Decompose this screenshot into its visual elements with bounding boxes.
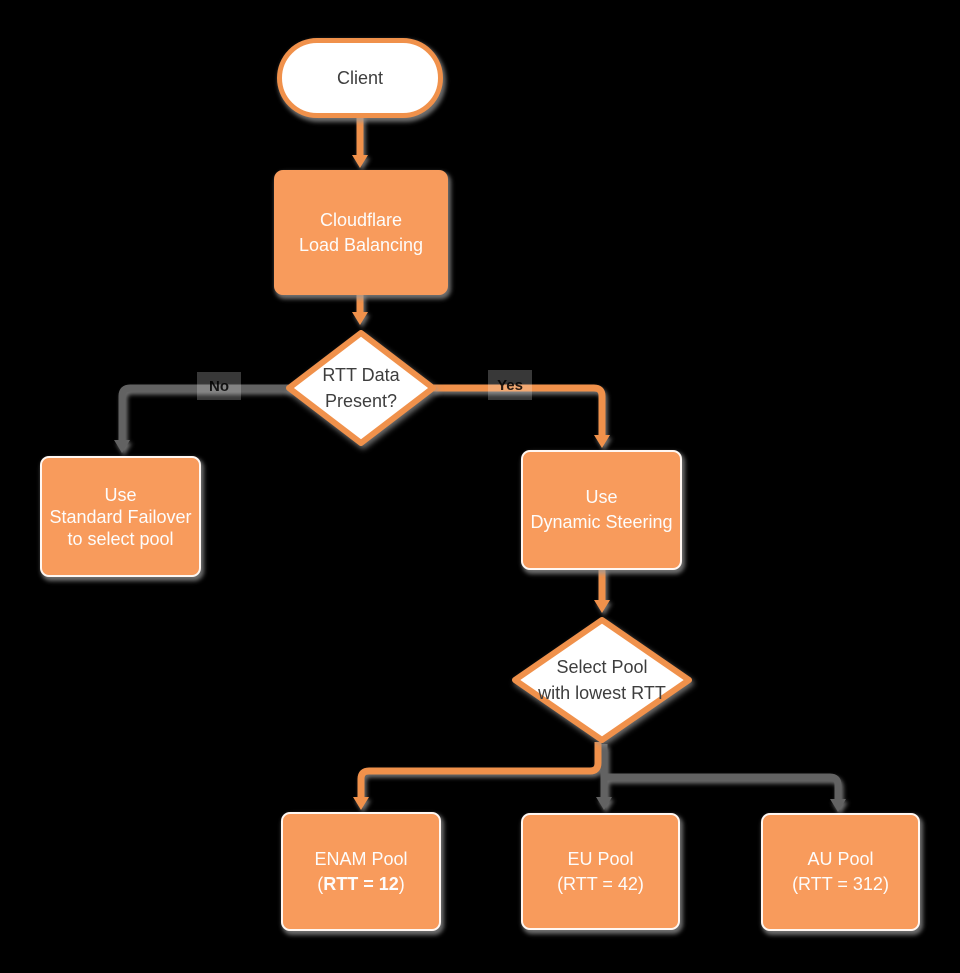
connector-decision-no-to-standard-failover (114, 384, 292, 453)
paren-close: ) (398, 873, 405, 894)
decision-label: Select Pool with lowest RTT (538, 654, 666, 706)
rtt-bold-text: RTT = 12 (323, 873, 399, 894)
connector-decision-yes-to-dynamic-steering (432, 384, 610, 448)
edge-label-yes: Yes (488, 370, 532, 400)
client-node: Client (277, 38, 443, 118)
decision-label-line: RTT Data (322, 365, 400, 385)
pool-rtt-value: (RTT = 12) (317, 872, 405, 897)
edge-label-no: No (197, 372, 241, 400)
rtt-data-present-decision: RTT Data Present? (285, 329, 437, 447)
connector-load-balancing-to-decision (352, 292, 368, 325)
dynamic-steering-node: Use Dynamic Steering (521, 450, 682, 570)
decision-label-line: Present? (324, 391, 398, 411)
node-label-line: Use (104, 484, 137, 505)
connector-select-pool-to-eu-pool (596, 744, 612, 810)
node-label-line: Cloudflare (319, 209, 403, 230)
node-label-line: Load Balancing (298, 234, 424, 255)
pool-name: ENAM Pool (314, 848, 408, 869)
select-pool-decision: Select Pool with lowest RTT (511, 616, 693, 744)
enam-pool-node: ENAM Pool (RTT = 12) (281, 812, 441, 931)
cloudflare-load-balancing-node: Cloudflare Load Balancing (274, 170, 448, 295)
pool-name: AU Pool (807, 849, 874, 869)
pool-rtt-value: (RTT = 42) (557, 873, 644, 894)
decision-label-line: Select Pool (556, 657, 648, 677)
decision-label: RTT Data Present? (322, 362, 399, 414)
node-label-line: to select pool (67, 528, 174, 549)
pool-name: EU Pool (567, 848, 634, 869)
decision-label-line: with lowest RTT (538, 683, 666, 703)
client-node-label: Client (336, 67, 384, 88)
connector-select-pool-to-au-pool (604, 773, 846, 812)
connector-dynamic-steering-to-select-pool (594, 568, 610, 613)
connector-select-pool-to-enam-pool (353, 742, 602, 810)
eu-pool-node: EU Pool (RTT = 42) (521, 813, 680, 930)
diamond-shape (286, 330, 436, 446)
au-pool-node: AU Pool (RTT = 312) (761, 813, 920, 931)
node-label-line: Use (585, 487, 618, 507)
standard-failover-node: Use Standard Failover to select pool (40, 456, 201, 577)
node-label-line: Standard Failover (49, 506, 192, 527)
node-label-line: Dynamic Steering (530, 512, 673, 532)
connector-client-to-load-balancing (352, 114, 368, 168)
paren-open: ( (317, 873, 324, 894)
pool-rtt-value: (RTT = 312) (792, 874, 889, 894)
diamond-shape (512, 617, 692, 743)
